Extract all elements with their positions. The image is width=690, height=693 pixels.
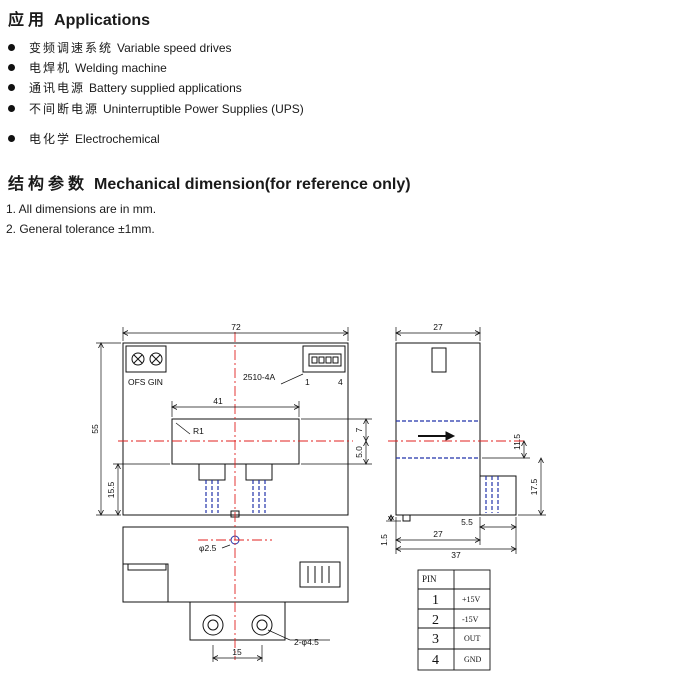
applications-heading-cn: 应用 [8,12,49,29]
pin-table [417,569,491,671]
dim-7: 7 [354,427,364,432]
dim-37: 37 [451,550,461,560]
applications-heading: 应用 Applications [8,6,150,30]
dim-55: 55 [90,424,100,434]
front-wires [205,480,266,513]
dim-2-diameter-4-5: 2-φ4.5 [294,637,319,647]
pin-number: 2 [432,613,439,628]
pin-number: 1 [432,593,439,608]
terminal-label: OFS GIN [128,377,163,387]
bullet-icon [8,44,15,52]
dim-r1: R1 [193,426,204,436]
bullet-icon [8,84,15,92]
pin-name: GND [464,655,482,664]
bullet-icon [8,135,15,143]
mechanical-heading: 结构参数 Mechanical dimension(for reference o… [8,170,411,194]
dim-72: 72 [231,322,241,332]
mechanical-heading-cn: 结构参数 [8,176,89,193]
dim-11-5: 11.5 [512,434,522,450]
dim-15-5: 15.5 [106,481,116,498]
centerlines [118,332,524,660]
dim-27-bottom: 27 [433,529,443,539]
dim-diameter-2-5: φ2.5 [199,543,217,553]
bottom-view [122,526,349,641]
connector-label: 2510-4A [243,372,275,382]
dim-27-top: 27 [433,322,443,332]
pin-table-header: PIN [422,574,437,584]
dim-15: 15 [232,647,242,657]
pin-name: OUT [464,634,481,643]
connector-pin-1: 1 [305,377,310,387]
mechanical-heading-en: Mechanical dimension(for reference only) [94,176,411,193]
bullet-icon [8,64,15,72]
dimension-lines [96,327,546,662]
dim-5-0: 5.0 [354,446,364,458]
side-wires [396,420,499,513]
pin-name: -15V [462,615,479,624]
dim-1-5: 1.5 [379,534,389,546]
pin-number: 3 [432,632,439,647]
side-view [395,342,517,522]
dim-41: 41 [213,396,223,406]
applications-heading-en: Applications [54,12,151,29]
dim-17-5: 17.5 [529,478,539,495]
pin-name: +15V [462,595,481,604]
bullet-icon [8,105,15,113]
note-2: 2. General tolerance ±1mm. [6,222,155,236]
front-view [122,342,349,518]
note-1: 1. All dimensions are in mm. [6,202,157,216]
dim-5-5: 5.5 [461,517,473,527]
pin-number: 4 [432,653,439,668]
connector-pin-4: 4 [338,377,343,387]
